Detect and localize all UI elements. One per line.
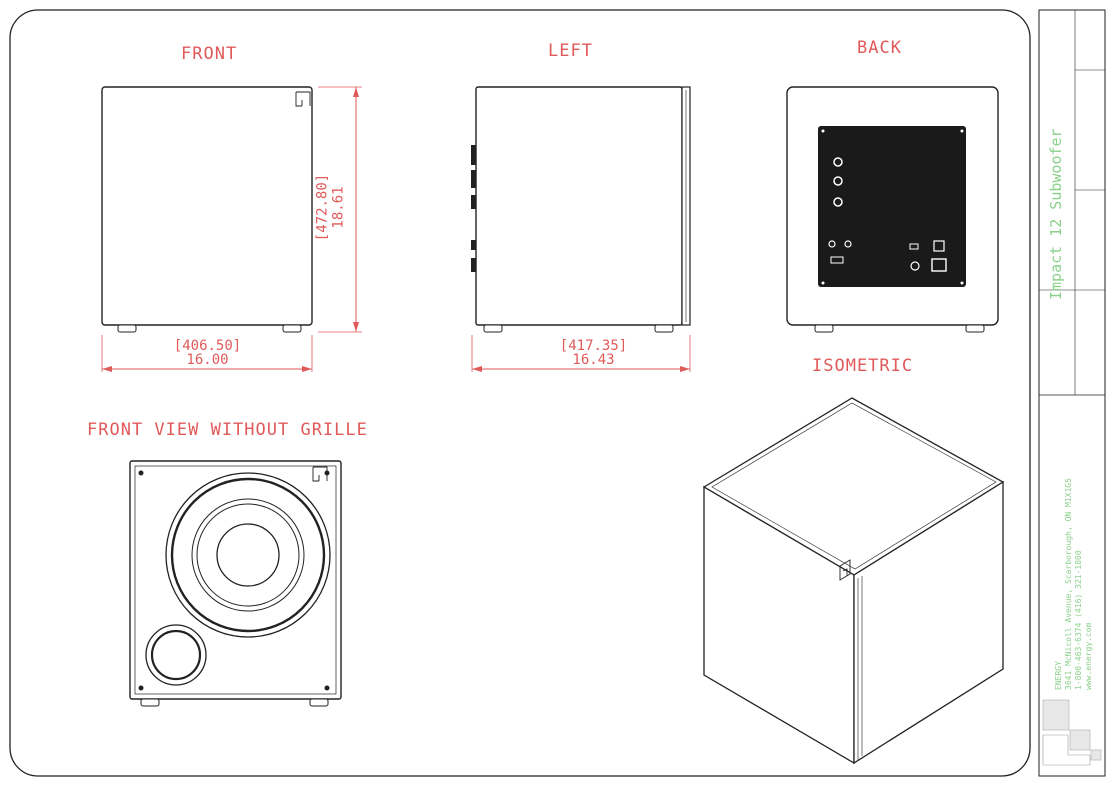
company-web: www.energy.com	[1084, 622, 1093, 690]
amplifier-plate	[818, 126, 966, 287]
back-view	[786, 86, 999, 333]
isometric-view	[702, 397, 1005, 765]
company-name: ENERGY	[1054, 661, 1063, 690]
woofer-dust-cap	[216, 523, 280, 587]
left-depth-in: 16.43	[572, 352, 615, 368]
front-view-label: FRONT	[181, 44, 238, 64]
front-width-in: 16.00	[186, 352, 229, 368]
isometric-view-label: ISOMETRIC	[812, 356, 914, 376]
title-block-frame	[1038, 9, 1106, 777]
company-logo	[1042, 699, 1102, 766]
company-phone: 1-800-463-6374 (416) 321-1800	[1074, 550, 1083, 690]
front-no-grille-view-label: FRONT VIEW WITHOUT GRILLE	[87, 420, 368, 440]
front-height-in: 18.61	[330, 186, 347, 229]
front-without-grille-view	[129, 460, 342, 707]
left-view	[471, 86, 691, 372]
port-outer	[145, 624, 207, 686]
woofer-surround	[165, 472, 331, 638]
front-view	[101, 86, 362, 372]
model-title: Impact 12 Subwoofer	[1047, 128, 1065, 300]
back-view-label: BACK	[857, 38, 902, 58]
sheet-border	[9, 9, 1031, 777]
port-inner	[150, 629, 202, 681]
company-address: 3641 McNicoll Avenue, Scarborough, ON M1…	[1064, 478, 1073, 690]
left-depth-mm: [417.35]	[559, 338, 628, 354]
front-width-mm: [406.50]	[173, 338, 242, 354]
left-view-label: LEFT	[548, 41, 593, 61]
front-height-mm: [472.80]	[314, 173, 331, 242]
